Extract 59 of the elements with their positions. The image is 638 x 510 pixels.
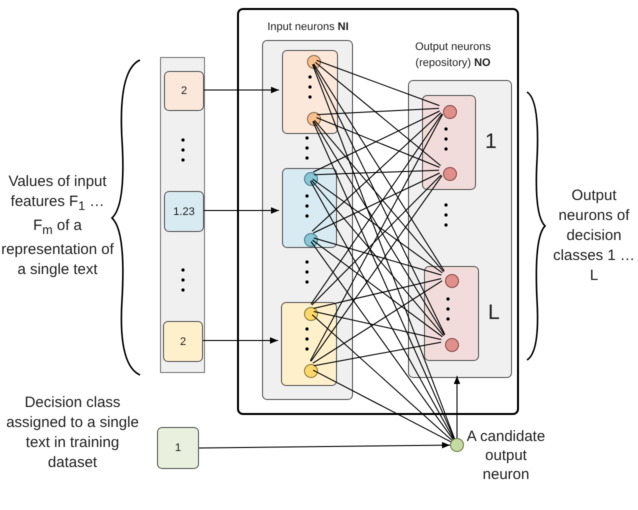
- neuron-circle: [445, 274, 459, 288]
- neuron-circle: [304, 307, 318, 321]
- arrow: [202, 207, 280, 214]
- connection-line: [312, 370, 452, 442]
- connection-line: [314, 120, 444, 272]
- value-box: 2: [164, 71, 204, 111]
- value-box: 1: [157, 427, 199, 469]
- arrow: [198, 442, 450, 448]
- value-box: 1.23: [164, 191, 204, 232]
- connection-line: [313, 63, 445, 272]
- feature-column: [160, 57, 205, 373]
- arrow: [454, 376, 460, 438]
- connection-line: [316, 60, 440, 106]
- class-label: 1: [485, 130, 497, 154]
- neuron-circle: [304, 364, 318, 378]
- connection-line: [313, 342, 442, 366]
- side-caption: Decision class assigned to a single text in training dataset: [5, 393, 140, 473]
- connection-line: [310, 113, 442, 305]
- connection-line: [313, 238, 442, 276]
- neuron-group: [282, 168, 337, 248]
- connection-line: [312, 240, 443, 338]
- side-caption: Values of input features F$_{1}$ … F$_{m}$ of a representation of a single text: [0, 172, 115, 280]
- panel-title: Output neurons (repository) NO: [414, 40, 492, 71]
- connection-line: [310, 114, 444, 362]
- neuron-circle: [304, 233, 318, 247]
- connection-line: [313, 311, 442, 340]
- neuron-caption: A candidate output neuron: [466, 427, 546, 484]
- connection-line: [316, 117, 440, 168]
- connection-line: [314, 170, 440, 176]
- neuron-group: [282, 50, 338, 134]
- connection-line: [310, 175, 442, 362]
- connection-line: [312, 64, 455, 439]
- connection-line: [312, 314, 452, 441]
- arrow: [202, 86, 280, 94]
- connection-line: [313, 120, 445, 336]
- neuron-circle: [445, 338, 459, 352]
- connection-line: [312, 120, 455, 440]
- class-label: L: [488, 300, 500, 324]
- connection-line: [312, 280, 443, 364]
- neuron-circle: [443, 167, 457, 181]
- connection-line: [312, 64, 446, 336]
- network-frame: [237, 8, 519, 415]
- side-caption: Output neurons of decision classes 1 … L: [552, 186, 636, 286]
- connection-line: [314, 62, 442, 166]
- arrow: [202, 337, 278, 344]
- connection-line: [312, 178, 443, 274]
- value-box: 2: [163, 321, 203, 362]
- connection-line: [310, 241, 454, 440]
- connection-line: [311, 180, 444, 336]
- connection-line: [313, 278, 442, 309]
- panel-title: Input neurons NI: [266, 20, 350, 35]
- connection-line: [312, 112, 442, 232]
- connection-line: [312, 172, 440, 234]
- connection-line: [311, 174, 442, 306]
- connection-line: [310, 180, 454, 440]
- neuron-circle: [443, 105, 457, 119]
- connection-line: [316, 108, 440, 116]
- connection-line: [312, 110, 440, 172]
- neuron-group: [281, 302, 337, 386]
